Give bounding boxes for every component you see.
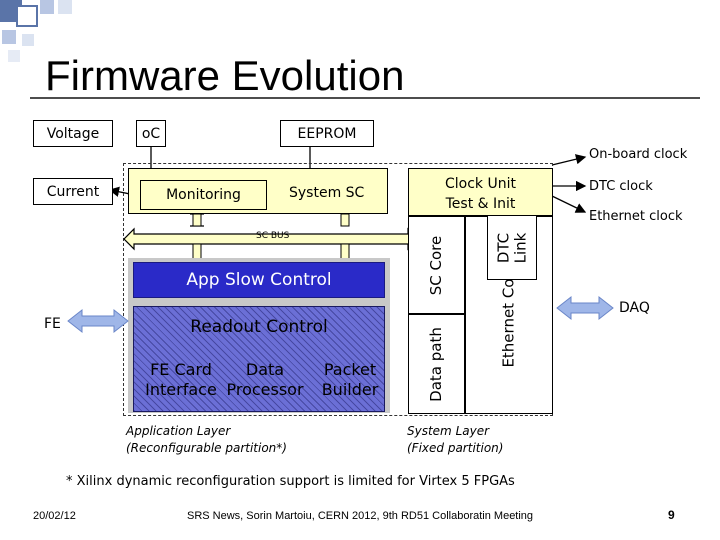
packet-builder-line2: Builder <box>321 380 379 399</box>
dtc-link-line1: DTC <box>494 232 512 263</box>
decor-square <box>22 34 34 46</box>
clock-unit-line1: Clock Unit <box>445 176 516 192</box>
onboard-clock-arrow <box>551 154 587 166</box>
sys-layer-line2: (Fixed partition) <box>407 441 504 455</box>
temperature-box: oC <box>136 120 166 147</box>
temperature-label: oC <box>141 125 161 142</box>
sys-layer-line1: System Layer <box>407 424 490 438</box>
decor-square <box>8 50 20 62</box>
ethernet-clock-label: Ethernet clock <box>589 209 683 224</box>
monitoring-label: Monitoring <box>166 187 241 203</box>
page-number: 9 <box>668 508 675 522</box>
voltage-label: Voltage <box>46 125 100 142</box>
clock-unit-line2: Test & Init <box>445 196 516 212</box>
application-layer-caption: Application Layer (Reconfigurable partit… <box>126 423 287 457</box>
fe-arrow <box>67 308 129 334</box>
title-divider <box>30 97 700 99</box>
app-slow-control-label: App Slow Control <box>186 270 332 290</box>
sc-core-box: SC Core <box>408 216 465 314</box>
data-path-box: Data path <box>408 314 465 414</box>
daq-arrow <box>556 295 614 321</box>
footer-text: SRS News, Sorin Martoiu, CERN 2012, 9th … <box>187 510 534 522</box>
dtc-link-line2: Link <box>511 232 529 263</box>
readout-control-label: Readout Control <box>190 317 328 337</box>
daq-label: DAQ <box>619 300 650 316</box>
clock-unit-label: Clock Unit Test & Init <box>410 174 551 214</box>
fe-card-line2: Interface <box>145 380 217 399</box>
ethernet-clock-arrow <box>551 195 587 213</box>
app-layer-line2: (Reconfigurable partition*) <box>126 441 287 455</box>
data-path-label: Data path <box>427 326 445 402</box>
app-slow-control-box: App Slow Control <box>133 262 385 298</box>
monitoring-box: Monitoring <box>140 180 267 210</box>
data-processor-line1: Data <box>245 360 285 379</box>
eeprom-label: EEPROM <box>297 125 357 142</box>
fe-label: FE <box>44 316 61 332</box>
current-box: Current <box>33 178 113 205</box>
sc-bus-label: SC BUS <box>256 231 290 241</box>
data-processor-line2: Processor <box>226 380 304 399</box>
packet-builder-line1: Packet <box>323 360 377 379</box>
slide-title: Firmware Evolution <box>45 52 405 99</box>
decor-square <box>58 0 72 14</box>
readout-control-box: Readout Control <box>133 306 385 412</box>
onboard-clock-label: On-board clock <box>589 147 688 162</box>
current-label: Current <box>46 183 100 200</box>
app-layer-line1: Application Layer <box>126 424 231 438</box>
sc-core-label: SC Core <box>427 235 446 295</box>
packet-builder: Packet Builder <box>310 360 390 400</box>
fe-card-line1: FE Card <box>150 360 212 379</box>
footer-date: 20/02/12 <box>33 510 76 522</box>
system-sc-label: System SC <box>289 185 365 201</box>
eeprom-box: EEPROM <box>280 120 374 147</box>
decor-square <box>16 5 38 27</box>
data-processor: Data Processor <box>224 360 306 400</box>
decor-square <box>2 30 16 44</box>
clock-unit-box <box>408 168 553 216</box>
footnote: * Xilinx dynamic reconfiguration support… <box>66 474 515 489</box>
voltage-box: Voltage <box>33 120 113 147</box>
fe-card-interface: FE Card Interface <box>140 360 222 400</box>
system-layer-caption: System Layer (Fixed partition) <box>407 423 503 457</box>
decor-square <box>40 0 54 14</box>
dtc-clock-label: DTC clock <box>589 179 653 194</box>
